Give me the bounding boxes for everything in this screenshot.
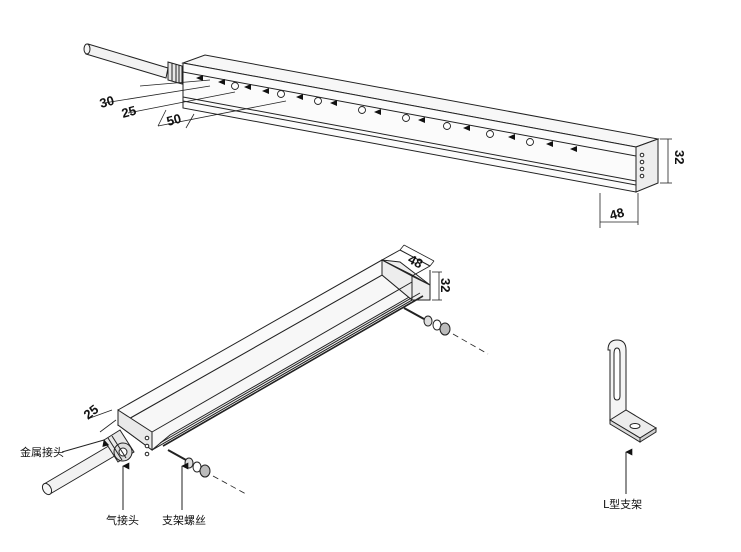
label-metal-connector: 金属接头 bbox=[20, 445, 64, 459]
dim-25-lower: 25 bbox=[81, 402, 102, 423]
dim-32-top: 32 bbox=[672, 150, 687, 164]
bottom-dimension-lines bbox=[89, 244, 442, 433]
air-tube-lower bbox=[41, 443, 119, 496]
bracket-screw-left bbox=[167, 449, 247, 495]
l-bracket bbox=[607, 339, 657, 494]
air-tube bbox=[83, 43, 169, 79]
label-l-bracket: L型支架 bbox=[603, 497, 642, 511]
label-bracket-screw: 支架螺丝 bbox=[162, 514, 206, 527]
air-outlets bbox=[231, 82, 534, 146]
end-screws-lower bbox=[144, 435, 150, 457]
dim-48-top: 48 bbox=[608, 205, 626, 223]
end-screws bbox=[639, 152, 645, 179]
top-dimension-lines bbox=[103, 79, 672, 228]
ion-bar-body bbox=[181, 54, 660, 193]
tube-fitting bbox=[167, 61, 183, 85]
dim-50-top: 50 bbox=[165, 111, 183, 129]
bracket-screw-right bbox=[403, 307, 489, 355]
dim-25-top: 25 bbox=[120, 103, 138, 121]
bottom-view bbox=[41, 244, 489, 510]
top-view bbox=[83, 43, 672, 228]
ion-bar-body-lower bbox=[117, 249, 431, 451]
emitter-strip bbox=[196, 75, 577, 152]
dim-48-lower: 48 bbox=[406, 251, 426, 271]
dim-30-top: 30 bbox=[98, 93, 116, 111]
metal-connector bbox=[103, 429, 135, 463]
dim-32-lower: 32 bbox=[438, 278, 453, 292]
label-air-connector: 气接头 bbox=[106, 513, 139, 527]
label-arrows bbox=[61, 439, 189, 510]
